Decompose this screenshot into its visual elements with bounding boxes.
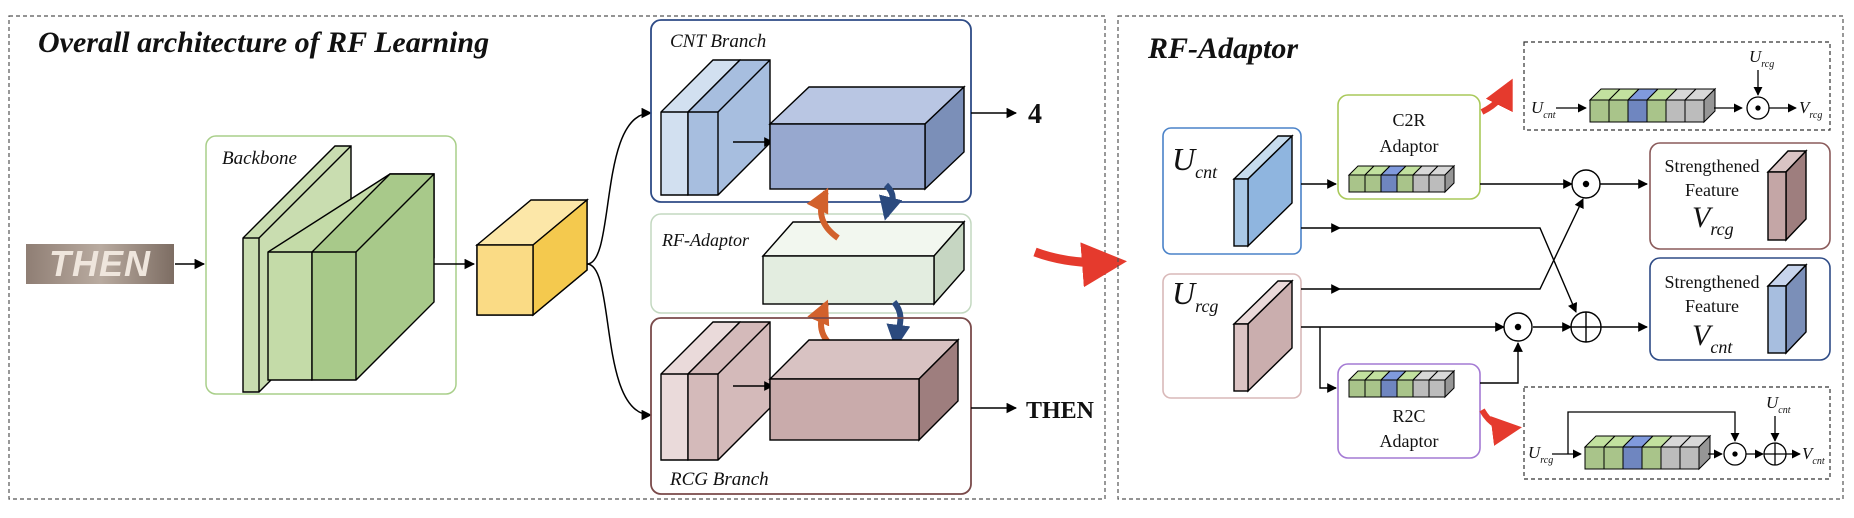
rcg-conv-layers — [660, 321, 771, 461]
input-image: THEN — [26, 243, 174, 284]
arrow-adaptor-to-rcg — [886, 300, 911, 349]
add-operator — [1570, 311, 1602, 343]
c2r-detail-cells — [1588, 87, 1717, 124]
c2r-label-line1: C2R — [1392, 110, 1425, 130]
backbone-label: Backbone — [222, 148, 297, 169]
u-rcg-slab — [1232, 279, 1294, 393]
feature-cell — [1678, 434, 1712, 471]
r2c-detail-plus — [1763, 442, 1787, 466]
vrcg-slab — [1766, 149, 1808, 242]
c2r-feature-cells — [1347, 164, 1456, 194]
arrow-ucnt-to-plus — [1340, 227, 1578, 313]
c2r-adaptor: C2R Adaptor — [1337, 94, 1481, 200]
cnt-conv-layers — [660, 59, 771, 196]
mult-operator-top — [1571, 169, 1601, 199]
strengthened-feature-rcg: Strengthened Feature Vrcg — [1649, 142, 1831, 250]
r2c-detail: Urcg Ucnt Vcnt — [1523, 386, 1831, 480]
rcg-branch: RCG Branch THEN — [650, 317, 1095, 495]
arrow-neck-to-rcg — [586, 263, 653, 421]
right-panel-frame — [1117, 15, 1844, 500]
feature-cell — [1626, 88, 1660, 123]
c2r-detail-mult — [1746, 96, 1770, 120]
arrow-r2c-to-dot — [1480, 342, 1523, 384]
u-cnt-input: Ucnt — [1162, 127, 1302, 255]
feature-cell — [1347, 165, 1376, 193]
input-image-text: THEN — [49, 243, 151, 284]
feature-cell — [1683, 87, 1717, 124]
mult-operator-bottom — [1503, 312, 1533, 342]
arrow-c2r-to-detail — [1480, 78, 1513, 115]
right-connections — [1301, 179, 1648, 393]
arrow-urcg-to-mult — [1340, 198, 1584, 290]
c2r-detail: Ucnt Urcg Vrcg — [1523, 41, 1831, 131]
r2c-detail-output: Vcnt — [1802, 444, 1825, 467]
arrow-r2c-to-detail — [1479, 408, 1522, 446]
neck-feature-cube — [475, 198, 589, 317]
rcg-head-cube — [768, 338, 960, 442]
u-rcg-label: Urcg — [1172, 275, 1218, 316]
vcnt-line1: Strengthened — [1665, 272, 1760, 292]
arrow-neck-to-cnt — [586, 107, 653, 265]
arrow-urcg-to-r2c — [1319, 327, 1337, 393]
r2c-detail-mult — [1723, 442, 1747, 466]
panel-link-arrow — [1033, 242, 1127, 288]
c2r-detail-gate: Urcg — [1749, 47, 1774, 70]
r2c-detail-skip — [1567, 411, 1740, 454]
feature-cell — [1664, 88, 1698, 123]
backbone-frame — [205, 135, 457, 395]
feature-cell — [1583, 435, 1617, 470]
arrow-adaptor-to-cnt — [806, 187, 840, 241]
vrcg-line2: Feature — [1685, 180, 1739, 200]
vcnt-line2: Feature — [1685, 296, 1739, 316]
rf-adaptor-label: RF-Adaptor — [661, 230, 750, 250]
r2c-adaptor: R2C Adaptor — [1337, 363, 1481, 459]
u-cnt-label: Ucnt — [1172, 141, 1218, 182]
feature-cell — [1395, 165, 1424, 193]
feature-cell — [1588, 88, 1622, 123]
rcg-output-label: THEN — [1026, 398, 1095, 424]
r2c-feature-cells — [1347, 369, 1456, 399]
cnt-branch: CNT Branch 4 — [650, 19, 1042, 203]
u-cnt-slab — [1232, 134, 1294, 248]
u-rcg-input: Urcg — [1162, 273, 1302, 399]
right-panel-title: RF-Adaptor — [1147, 32, 1298, 65]
r2c-detail-cells — [1583, 434, 1712, 471]
feature-cell — [1427, 164, 1456, 194]
feature-cell — [1427, 369, 1456, 399]
rf-adaptor-cube — [761, 220, 966, 306]
backbone: Backbone — [205, 135, 457, 395]
r2c-label-line2: Adaptor — [1380, 431, 1439, 451]
backbone-layer-3 — [311, 173, 435, 381]
left-panel: Overall architecture of RF Learning THEN… — [8, 15, 1106, 500]
vrcg-symbol: Vrcg — [1692, 201, 1734, 239]
vcnt-slab — [1766, 263, 1808, 355]
feature-cell — [1379, 165, 1408, 193]
right-panel: RF-Adaptor Ucnt Urcg C2R Adapt — [1117, 15, 1844, 500]
feature-cell — [1659, 435, 1693, 470]
c2r-detail-output: Vrcg — [1799, 98, 1822, 121]
rf-adaptor-block: RF-Adaptor — [650, 182, 972, 353]
vrcg-line1: Strengthened — [1665, 156, 1760, 176]
r2c-label-line1: R2C — [1392, 406, 1425, 426]
feature-cell — [1621, 435, 1655, 470]
left-panel-title: Overall architecture of RF Learning — [38, 26, 489, 59]
r2c-detail-gate: Ucnt — [1766, 393, 1791, 416]
rcg-branch-label: RCG Branch — [669, 469, 769, 490]
r2c-detail-input: Urcg — [1528, 443, 1553, 466]
arrow-cnt-to-adaptor — [879, 182, 903, 221]
c2r-label-line2: Adaptor — [1380, 136, 1439, 156]
strengthened-feature-cnt: Strengthened Feature Vcnt — [1649, 257, 1831, 361]
cnt-branch-label: CNT Branch — [670, 31, 766, 52]
cnt-output-label: 4 — [1028, 99, 1042, 130]
feature-cell — [1395, 370, 1424, 398]
feature-cell — [1645, 88, 1679, 123]
feature-cell — [1347, 370, 1376, 398]
vcnt-symbol: Vcnt — [1692, 319, 1733, 357]
cnt-head-cube — [768, 85, 966, 191]
c2r-detail-input: Ucnt — [1531, 98, 1556, 121]
rcg-branch-frame — [650, 317, 972, 495]
